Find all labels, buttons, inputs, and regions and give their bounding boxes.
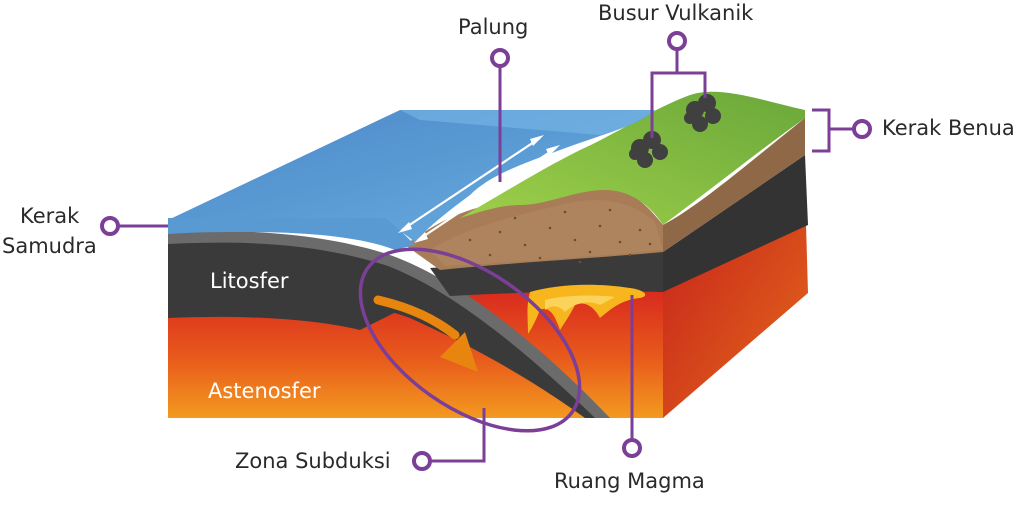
callout-marker-icon [412, 451, 432, 471]
volcano-smoke-left [629, 131, 668, 168]
callout-kerak-samudra: Kerak Samudra [2, 204, 168, 258]
busur-vulkanik-label: Busur Vulkanik [598, 1, 754, 25]
litosfer-label: Litosfer [210, 269, 289, 293]
ocean-front [168, 218, 415, 250]
kerak-benua-label: Kerak Benua [882, 116, 1015, 140]
callout-marker-icon [852, 119, 872, 139]
subducting-slab [168, 230, 610, 418]
trench-double-arrow-icon [398, 135, 560, 243]
zona-subduksi-label: Zona Subduksi [235, 449, 391, 473]
callout-zona-subduksi: Zona Subduksi [235, 408, 486, 473]
subduction-zone-ellipse [358, 247, 582, 433]
callout-marker-icon [100, 216, 120, 236]
callout-kerak-benua: Kerak Benua [812, 108, 1015, 153]
palung-label: Palung [458, 15, 528, 39]
callout-marker-icon [622, 438, 642, 458]
astenosfer-label: Astenosfer [208, 379, 321, 403]
callout-ruang-magma: Ruang Magma [554, 295, 705, 493]
earth-block [168, 91, 808, 418]
callout-marker-icon [667, 31, 687, 51]
mantle-side-face [663, 190, 808, 418]
kerak-benua-side [663, 118, 805, 252]
kerak-samudra-label-line2: Samudra [2, 234, 97, 258]
ruang-magma-label: Ruang Magma [554, 469, 705, 493]
magma-chamber [527, 284, 646, 334]
callout-marker-icon [490, 48, 510, 68]
kerak-samudra-label-line1: Kerak [20, 204, 80, 228]
soil-speckles [458, 208, 652, 264]
subduction-curved-arrow-icon [373, 295, 478, 372]
volcano-smoke-right [684, 94, 721, 132]
callout-palung: Palung [458, 15, 528, 182]
ocean-highlight [400, 110, 655, 135]
continental-lithosphere [470, 155, 808, 292]
continental-lithosphere-front [430, 250, 663, 296]
callout-busur-vulkanik: Busur Vulkanik [598, 1, 754, 138]
soil-speckle-area [430, 200, 663, 266]
